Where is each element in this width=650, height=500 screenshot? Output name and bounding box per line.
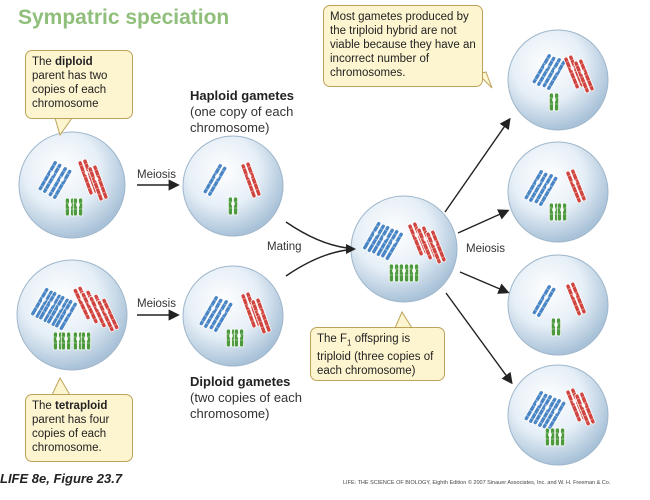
triploid-gamete-cell-1 xyxy=(507,29,609,131)
green-chromosome xyxy=(554,427,566,447)
callout-text: offspring is triploid (three copies of e… xyxy=(317,333,434,378)
triploid-offspring-cell xyxy=(350,195,458,303)
blue-chromosome xyxy=(541,398,567,432)
blue-chromosome xyxy=(208,299,234,333)
green-chromosome xyxy=(388,263,400,283)
blue-chromosome xyxy=(37,160,63,194)
red-chromosome xyxy=(250,297,272,335)
tetraploid-callout-pointer xyxy=(51,376,71,396)
green-chromosome xyxy=(408,263,420,283)
blue-chromosome xyxy=(380,229,404,261)
meiosis-fan-arrow-3 xyxy=(459,271,510,294)
diagram-title: Sympatric speciation xyxy=(18,6,230,29)
green-chromosome xyxy=(72,197,84,217)
tetraploid-parent-callout: The tetraploid parent has four copies of… xyxy=(25,394,133,462)
diploid-parent-callout: The diploid parent has two copies of eac… xyxy=(25,50,133,119)
blue-chromosome xyxy=(541,57,567,91)
heading-sub: (one copy of each chromosome) xyxy=(190,104,294,135)
green-chromosome xyxy=(544,427,556,447)
green-chromosome xyxy=(550,317,562,337)
heading-main: Diploid gametes xyxy=(190,374,291,389)
meiosis-fan-arrow-2 xyxy=(457,209,510,234)
blue-chromosome xyxy=(46,295,70,327)
triploid-offspring-callout: The F1 offspring is triploid (three copi… xyxy=(310,327,445,381)
diploid-gamete-cell xyxy=(182,265,284,367)
green-chromosome xyxy=(233,328,245,348)
haploid-gamete-cell xyxy=(182,135,284,237)
green-chromosome xyxy=(548,92,560,112)
triploid-callout-pointer xyxy=(394,310,413,329)
callout-text: parent has two copies of each chromosome xyxy=(32,70,108,110)
copyright-credit: LIFE: THE SCIENCE OF BIOLOGY, Eighth Edi… xyxy=(343,480,611,486)
callout-emphasis: tetraploid xyxy=(55,400,108,412)
green-chromosome xyxy=(398,263,410,283)
blue-chromosome xyxy=(532,394,558,428)
callout-text: The xyxy=(32,400,56,412)
green-chromosome xyxy=(80,331,92,351)
callout-emphasis: diploid xyxy=(55,56,93,68)
blue-chromosome xyxy=(531,284,557,318)
mating-label: Mating xyxy=(267,241,302,253)
diploid-gametes-heading: Diploid gametes (two copies of each chro… xyxy=(190,374,330,422)
heading-main: Haploid gametes xyxy=(190,88,295,103)
blue-chromosome xyxy=(371,225,395,257)
red-chromosome xyxy=(565,281,587,317)
tetraploid-parent-cell xyxy=(16,259,128,371)
meiosis-label-bottom: Meiosis xyxy=(137,298,176,310)
diploid-parent-cell xyxy=(18,131,126,239)
callout-text: The xyxy=(32,56,56,68)
callout-text: parent has four copies of each chromosom… xyxy=(32,414,110,454)
blue-chromosome xyxy=(533,173,559,207)
figure-caption: LIFE 8e, Figure 23.7 xyxy=(0,471,123,486)
blue-chromosome xyxy=(531,53,557,87)
triploid-gamete-cell-4 xyxy=(507,364,609,466)
meiosis-label-right: Meiosis xyxy=(466,243,505,255)
blue-chromosome xyxy=(30,287,54,319)
red-chromosome xyxy=(573,58,595,94)
triploid-gamete-cell-3 xyxy=(507,254,609,356)
green-chromosome xyxy=(556,202,568,222)
blue-chromosome xyxy=(202,163,228,197)
red-chromosome xyxy=(425,229,447,265)
green-chromosome xyxy=(60,331,72,351)
green-chromosome xyxy=(227,196,239,216)
callout-subscript: 1 xyxy=(347,338,352,348)
callout-text: The F xyxy=(317,333,348,345)
red-chromosome xyxy=(574,391,596,427)
haploid-gametes-heading: Haploid gametes (one copy of each chromo… xyxy=(190,88,330,136)
blue-chromosome xyxy=(198,295,224,329)
triploid-gamete-cell-2 xyxy=(507,141,609,243)
mating-arrowhead xyxy=(346,244,356,254)
red-chromosome xyxy=(87,164,109,202)
blue-chromosome xyxy=(523,169,549,203)
blue-chromosome xyxy=(47,166,73,200)
nonviable-gametes-callout: Most gametes produced by the triploid hy… xyxy=(323,5,483,87)
heading-sub: (two copies of each chromosome) xyxy=(190,390,303,421)
mating-curve-bottom xyxy=(285,249,348,277)
meiosis-fan-arrow-1 xyxy=(444,117,511,213)
blue-chromosome xyxy=(54,299,78,331)
mating-curve-top xyxy=(285,221,348,249)
meiosis-label-top: Meiosis xyxy=(137,169,176,181)
meiosis-fan-arrow-4 xyxy=(445,292,513,385)
red-chromosome xyxy=(240,161,262,199)
red-chromosome xyxy=(565,168,587,204)
red-chromosome xyxy=(96,297,120,333)
